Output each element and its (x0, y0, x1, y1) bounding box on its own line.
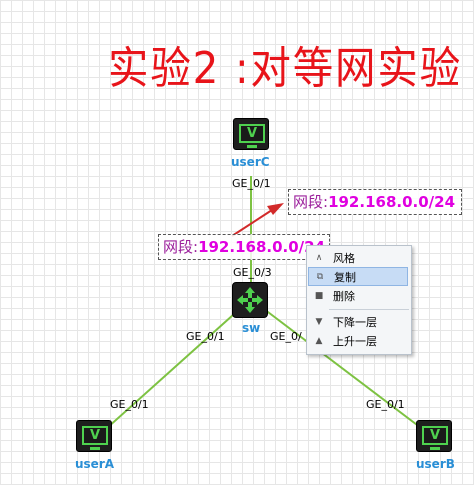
annotation-arrow-head (267, 203, 284, 215)
style-icon: ∧ (315, 253, 323, 263)
monitor-stand (247, 145, 257, 148)
subnet-annotation-label: 网段: (163, 238, 199, 256)
menu-item-delete[interactable]: ■ 删除 (308, 287, 408, 306)
delete-icon: ■ (314, 291, 324, 301)
port-label-userB: GE_0/1 (366, 398, 405, 411)
copy-icon: ⧉ (316, 272, 324, 282)
port-label-sw-left: GE_0/1 (186, 330, 225, 343)
monitor-screen-icon: V (422, 426, 448, 445)
menu-item-bring-forward[interactable]: ▲ 上升一层 (308, 332, 408, 351)
switch-arrows-icon (237, 287, 263, 313)
pc-icon-userC[interactable]: V (233, 118, 269, 150)
context-menu: ∧ 风格 ⧉ 复制 ■ 删除 ▼ 下降一层 ▲ 上升一层 (306, 245, 412, 355)
menu-item-label: 删除 (333, 290, 355, 303)
switch-icon[interactable] (232, 282, 268, 318)
bring-forward-icon: ▲ (315, 336, 323, 346)
port-label-userA: GE_0/1 (110, 398, 149, 411)
menu-separator (329, 309, 409, 310)
pc-icon-userB[interactable]: V (416, 420, 452, 452)
device-label-userC: userC (231, 155, 270, 169)
menu-item-label: 上升一层 (333, 335, 377, 348)
menu-item-label: 复制 (334, 271, 356, 284)
subnet-annotation-value: 192.168.0.0/24 (328, 193, 456, 211)
link-sw-userA[interactable] (96, 305, 244, 438)
send-backward-icon: ▼ (315, 317, 323, 327)
menu-item-label: 风格 (333, 252, 355, 265)
monitor-screen-icon: V (82, 426, 108, 445)
port-label-sw-up: GE_0/3 (233, 266, 272, 279)
port-label-sw-right: GE_0/ (270, 330, 302, 343)
menu-item-label: 下降一层 (333, 316, 377, 329)
port-label-userC: GE_0/1 (232, 177, 271, 190)
link-sw-userB[interactable] (259, 305, 434, 438)
subnet-annotation-top[interactable]: 网段:192.168.0.0/24 (288, 189, 462, 215)
annotation-arrow (231, 209, 273, 237)
menu-item-copy[interactable]: ⧉ 复制 (308, 267, 408, 286)
monitor-screen-icon: V (239, 124, 265, 143)
subnet-annotation-value: 192.168.0.0/24 (198, 238, 326, 256)
page-title: 实验2 :对等网实验 (108, 43, 463, 94)
device-label-sw: sw (242, 321, 261, 335)
menu-item-send-backward[interactable]: ▼ 下降一层 (308, 313, 408, 332)
pc-icon-userA[interactable]: V (76, 420, 112, 452)
device-label-userA: userA (75, 457, 115, 471)
device-label-userB: userB (416, 457, 455, 471)
monitor-stand (430, 447, 440, 450)
monitor-stand (90, 447, 100, 450)
subnet-annotation-label: 网段: (293, 193, 329, 211)
menu-item-style[interactable]: ∧ 风格 (308, 249, 408, 268)
subnet-annotation-selected[interactable]: 网段:192.168.0.0/24 (158, 234, 330, 260)
